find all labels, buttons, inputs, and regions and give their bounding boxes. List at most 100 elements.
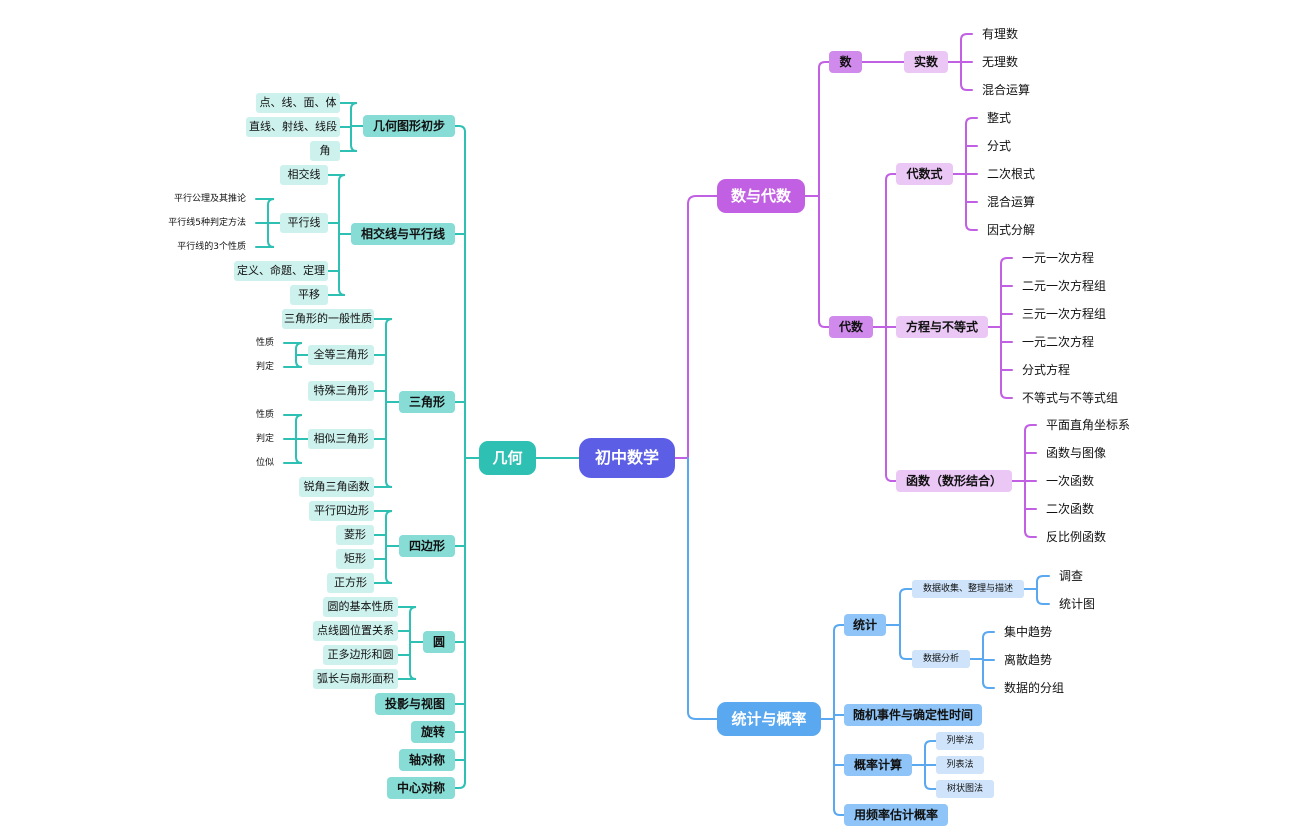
alg-function-item[interactable]: 二次函数 <box>1046 502 1095 516</box>
stats-analysis-item[interactable]: 离散趋势 <box>1004 653 1053 667</box>
geo-circle-item[interactable]: 圆的基本性质 <box>323 597 398 617</box>
alg-equation[interactable]: 方程与不等式 <box>896 316 988 338</box>
connector-line <box>1036 575 1050 583</box>
geo-projection[interactable]: 投影与视图 <box>375 693 455 715</box>
geo-lines[interactable]: 相交线与平行线 <box>351 223 455 245</box>
alg-equation-item[interactable]: 不等式与不等式组 <box>1022 391 1119 405</box>
connector-line <box>1036 597 1050 605</box>
geo-rotation[interactable]: 旋转 <box>411 721 455 743</box>
geo-triangle-item[interactable]: 相似三角形 <box>308 429 374 449</box>
alg-expression-item[interactable]: 分式 <box>987 139 1012 153</box>
alg-expression-item[interactable]: 因式分解 <box>987 223 1036 237</box>
connector-line <box>1000 391 1013 399</box>
alg-real-item[interactable]: 无理数 <box>982 55 1019 69</box>
stats-analysis[interactable]: 数据分析 <box>912 650 970 668</box>
alg-expression-item[interactable]: 混合运算 <box>987 195 1036 209</box>
connector-line <box>283 414 303 422</box>
parallel-line-note[interactable]: 平行线5种判定方法 <box>168 218 246 228</box>
connector-line <box>1000 257 1013 265</box>
stats-collect-item[interactable]: 统计图 <box>1059 597 1096 611</box>
connector-line <box>960 83 973 91</box>
stats-statistics[interactable]: 统计 <box>844 614 886 636</box>
alg-expression[interactable]: 代数式 <box>896 163 953 185</box>
stats-collect[interactable]: 数据收集、整理与描述 <box>912 580 1024 598</box>
connector-line <box>899 588 913 596</box>
branch-stats[interactable]: 统计与概率 <box>717 702 821 736</box>
branch-geometry[interactable]: 几何 <box>479 441 536 475</box>
root-node[interactable]: 初中数学 <box>579 438 675 478</box>
alg-algebra[interactable]: 代数 <box>829 316 873 338</box>
congruent-note[interactable]: 性质 <box>255 338 274 348</box>
geo-triangle-item[interactable]: 特殊三角形 <box>308 381 374 401</box>
geo-lines-item[interactable]: 平行线 <box>280 213 328 233</box>
alg-equation-item[interactable]: 一元一次方程 <box>1022 251 1095 265</box>
alg-equation-item[interactable]: 分式方程 <box>1022 363 1071 377</box>
congruent-note[interactable]: 判定 <box>255 362 274 372</box>
connector-line <box>960 33 973 41</box>
geo-circle-item[interactable]: 弧长与扇形面积 <box>313 669 398 689</box>
geo-intro-item[interactable]: 直线、射线、线段 <box>246 117 340 137</box>
connector-line <box>924 782 937 790</box>
geo-triangle[interactable]: 三角形 <box>399 391 455 413</box>
alg-function[interactable]: 函数（数形结合） <box>896 470 1012 492</box>
alg-equation-item[interactable]: 二元一次方程组 <box>1022 279 1107 293</box>
stats-random-events[interactable]: 随机事件与确定性时间 <box>844 704 982 726</box>
connector-line <box>687 195 718 459</box>
alg-expression-item[interactable]: 整式 <box>987 111 1012 125</box>
geo-intro-item[interactable]: 点、线、面、体 <box>256 93 340 113</box>
geo-lines-item[interactable]: 定义、命题、定理 <box>234 261 328 281</box>
geo-lines-item[interactable]: 平移 <box>290 285 328 305</box>
stats-probability-item[interactable]: 列表法 <box>936 756 984 774</box>
alg-expression-item[interactable]: 二次根式 <box>987 167 1036 181</box>
geo-intro-item[interactable]: 角 <box>310 141 340 161</box>
connector-line <box>924 740 937 748</box>
alg-function-item[interactable]: 反比例函数 <box>1046 530 1107 544</box>
alg-equation-item[interactable]: 一元二次方程 <box>1022 335 1095 349</box>
geo-circle[interactable]: 圆 <box>423 631 455 653</box>
geo-triangle-item[interactable]: 锐角三角函数 <box>299 477 374 497</box>
stats-collect-item[interactable]: 调查 <box>1059 569 1084 583</box>
stats-probability[interactable]: 概率计算 <box>844 754 912 776</box>
geo-quad[interactable]: 四边形 <box>399 535 455 557</box>
branch-algebra[interactable]: 数与代数 <box>717 179 805 213</box>
connector-line <box>327 174 346 182</box>
alg-function-item[interactable]: 一次函数 <box>1046 474 1095 488</box>
stats-probability-item[interactable]: 列举法 <box>936 732 984 750</box>
similar-note[interactable]: 判定 <box>255 434 274 444</box>
parallel-line-note[interactable]: 平行公理及其推论 <box>173 194 246 204</box>
geo-circle-item[interactable]: 点线圆位置关系 <box>313 621 398 641</box>
alg-equation-item[interactable]: 三元一次方程组 <box>1022 307 1107 321</box>
connector-line <box>255 240 275 248</box>
connector-line <box>687 457 718 720</box>
geo-triangle-item[interactable]: 三角形的一般性质 <box>282 309 374 329</box>
connector-line <box>373 510 393 518</box>
similar-note[interactable]: 性质 <box>255 410 274 420</box>
geo-intro[interactable]: 几何图形初步 <box>363 115 455 137</box>
parallel-line-note[interactable]: 平行线的3个性质 <box>177 242 246 252</box>
geo-quad-item[interactable]: 正方形 <box>327 573 374 593</box>
connector-line <box>283 342 303 350</box>
alg-function-item[interactable]: 平面直角坐标系 <box>1046 418 1131 432</box>
geo-quad-item[interactable]: 菱形 <box>336 525 374 545</box>
alg-function-item[interactable]: 函数与图像 <box>1046 446 1107 460</box>
similar-note[interactable]: 位似 <box>255 458 274 468</box>
alg-number[interactable]: 数 <box>829 51 862 73</box>
geo-lines-item[interactable]: 相交线 <box>280 165 328 185</box>
geo-quad-item[interactable]: 平行四边形 <box>309 501 374 521</box>
alg-real-item[interactable]: 混合运算 <box>982 83 1031 97</box>
alg-real[interactable]: 实数 <box>904 51 948 73</box>
connector-line <box>373 576 393 584</box>
alg-real-item[interactable]: 有理数 <box>982 27 1019 41</box>
stats-analysis-item[interactable]: 集中趋势 <box>1004 625 1053 639</box>
geo-central-symmetry[interactable]: 中心对称 <box>387 777 455 799</box>
connector-line <box>982 631 995 639</box>
stats-analysis-item[interactable]: 数据的分组 <box>1004 681 1065 695</box>
geo-quad-item[interactable]: 矩形 <box>336 549 374 569</box>
stats-frequency[interactable]: 用频率估计概率 <box>844 804 948 826</box>
connector-line <box>818 61 830 69</box>
geo-triangle-item[interactable]: 全等三角形 <box>308 345 374 365</box>
geo-circle-item[interactable]: 正多边形和圆 <box>323 645 398 665</box>
stats-probability-item[interactable]: 树状图法 <box>936 780 994 798</box>
geo-axial-symmetry[interactable]: 轴对称 <box>399 749 455 771</box>
